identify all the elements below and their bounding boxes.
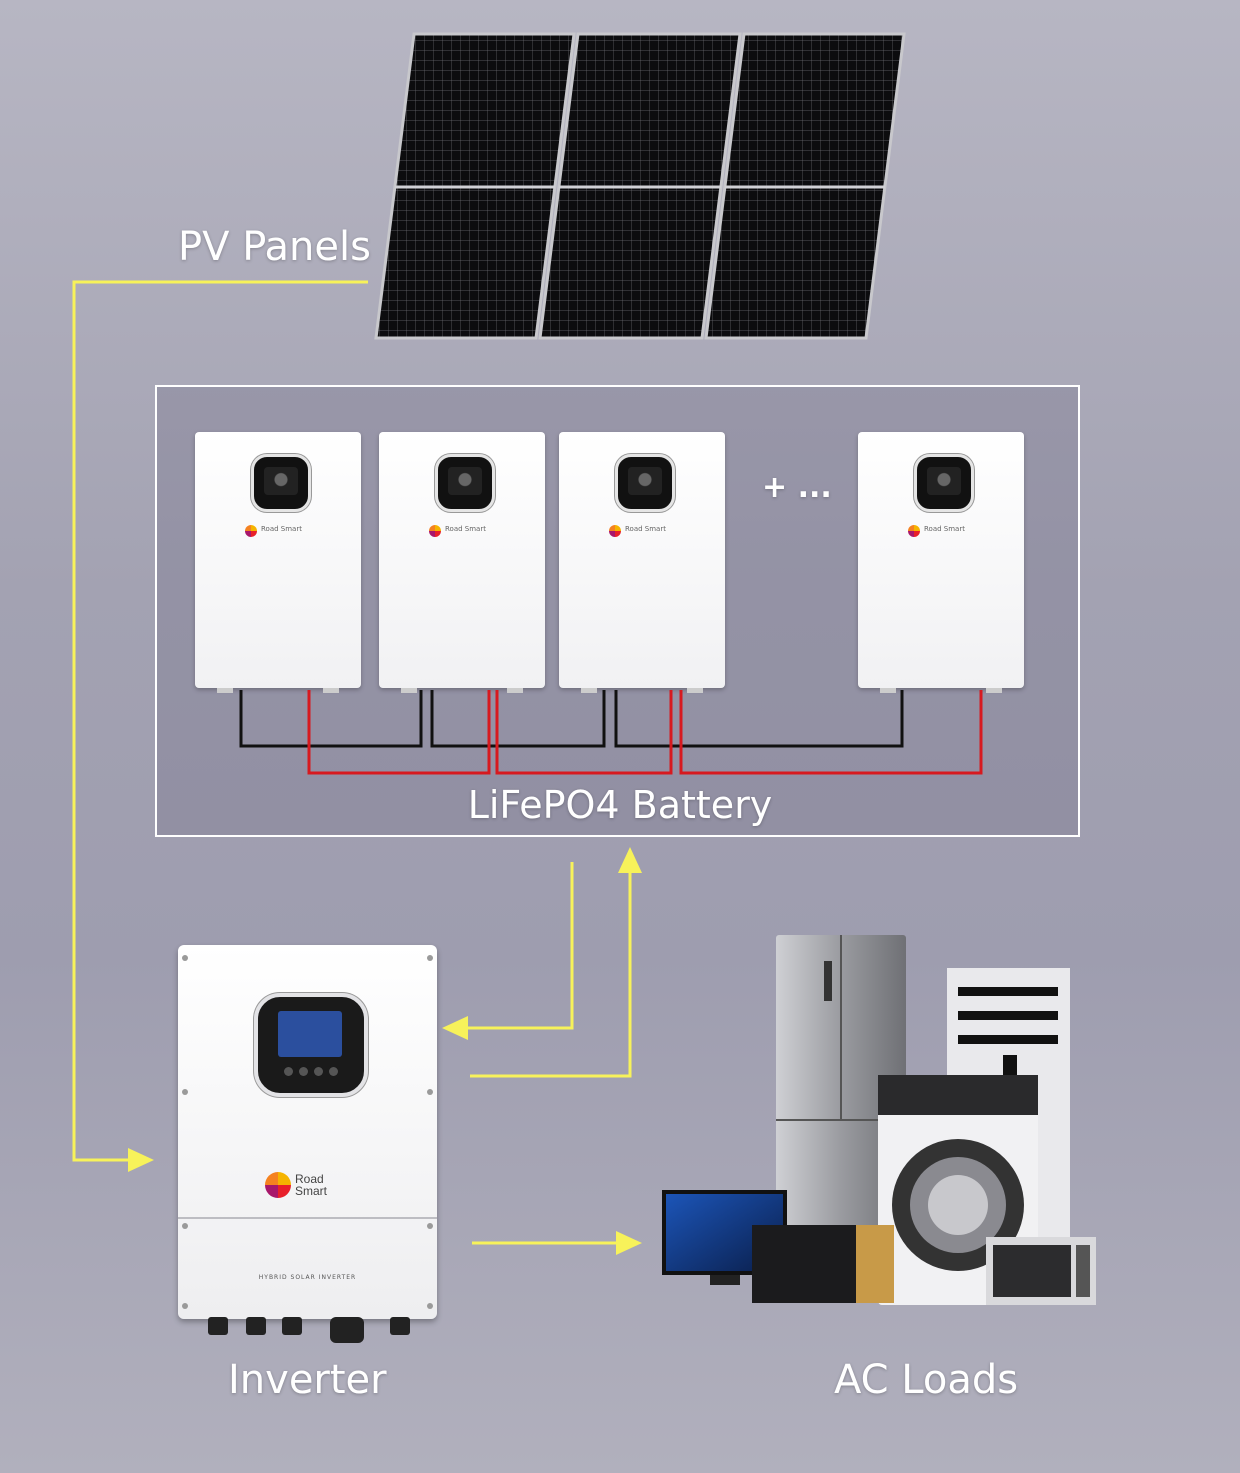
inverter-port <box>390 1317 410 1335</box>
inverter-panel-seam <box>178 1217 437 1219</box>
ac-loads-label: AC Loads <box>834 1357 1019 1403</box>
brand-logo-icon <box>245 525 257 537</box>
inverter-port <box>282 1317 302 1335</box>
oven-icon <box>752 1225 894 1303</box>
pv-panel-2 <box>538 32 742 340</box>
battery-brand: Road Smart <box>445 525 486 533</box>
inverter-brand: Road Smart <box>295 1173 327 1197</box>
pv-panel-1 <box>374 32 576 340</box>
pv-panels <box>374 32 906 340</box>
brand-logo-icon <box>609 525 621 537</box>
pv-panels-label: PV Panels <box>178 224 371 270</box>
arrow-head-icon <box>616 1231 642 1255</box>
negative-cable <box>239 690 423 748</box>
battery-brand: Road Smart <box>924 525 965 533</box>
pv-panel-3 <box>704 32 906 340</box>
more-batteries-indicator: + ... <box>762 470 832 505</box>
ac-loads-appliances <box>662 935 1096 1305</box>
battery-to-inverter-line <box>466 862 574 1030</box>
inverter-gland <box>330 1317 364 1343</box>
arrow-head-icon <box>128 1148 154 1172</box>
battery-module-2: Road Smart <box>379 432 545 693</box>
brand-logo-icon <box>908 525 920 537</box>
positive-cable <box>495 690 673 775</box>
battery-module-1: Road Smart <box>195 432 361 693</box>
battery-module-4: Road Smart <box>858 432 1024 693</box>
battery-label: LiFePO4 Battery <box>467 783 773 827</box>
inverter-lcd-screen <box>278 1011 342 1057</box>
inverter-display <box>254 993 368 1097</box>
inverter-brand-line2: Smart <box>295 1184 328 1198</box>
arrow-head-icon <box>618 847 642 873</box>
brand-logo-icon <box>429 525 441 537</box>
negative-cable <box>430 690 606 748</box>
inverter-to-battery-line <box>470 872 632 1078</box>
battery-brand: Road Smart <box>625 525 666 533</box>
arrow-head-icon <box>442 1016 468 1040</box>
positive-cable <box>679 690 983 775</box>
inverter-port <box>246 1317 266 1335</box>
battery-display <box>615 454 675 512</box>
battery-display <box>914 454 974 512</box>
battery-display <box>251 454 311 512</box>
inverter-brand-line1: Road <box>295 1172 324 1186</box>
battery-brand: Road Smart <box>261 525 302 533</box>
negative-cable <box>614 690 904 748</box>
battery-display <box>435 454 495 512</box>
battery-module-3: Road Smart <box>559 432 725 693</box>
inverter-port <box>208 1317 228 1335</box>
inverter-unit: Road Smart HYBRID SOLAR INVERTER <box>178 945 437 1343</box>
refrigerator-icon <box>776 935 906 1225</box>
positive-cable <box>307 690 491 775</box>
inverter-label: Inverter <box>228 1357 387 1403</box>
microwave-icon <box>986 1237 1096 1305</box>
pv-to-inverter-line <box>72 280 368 1162</box>
inverter-model-text: HYBRID SOLAR INVERTER <box>258 1274 357 1281</box>
brand-logo-icon <box>265 1172 291 1198</box>
